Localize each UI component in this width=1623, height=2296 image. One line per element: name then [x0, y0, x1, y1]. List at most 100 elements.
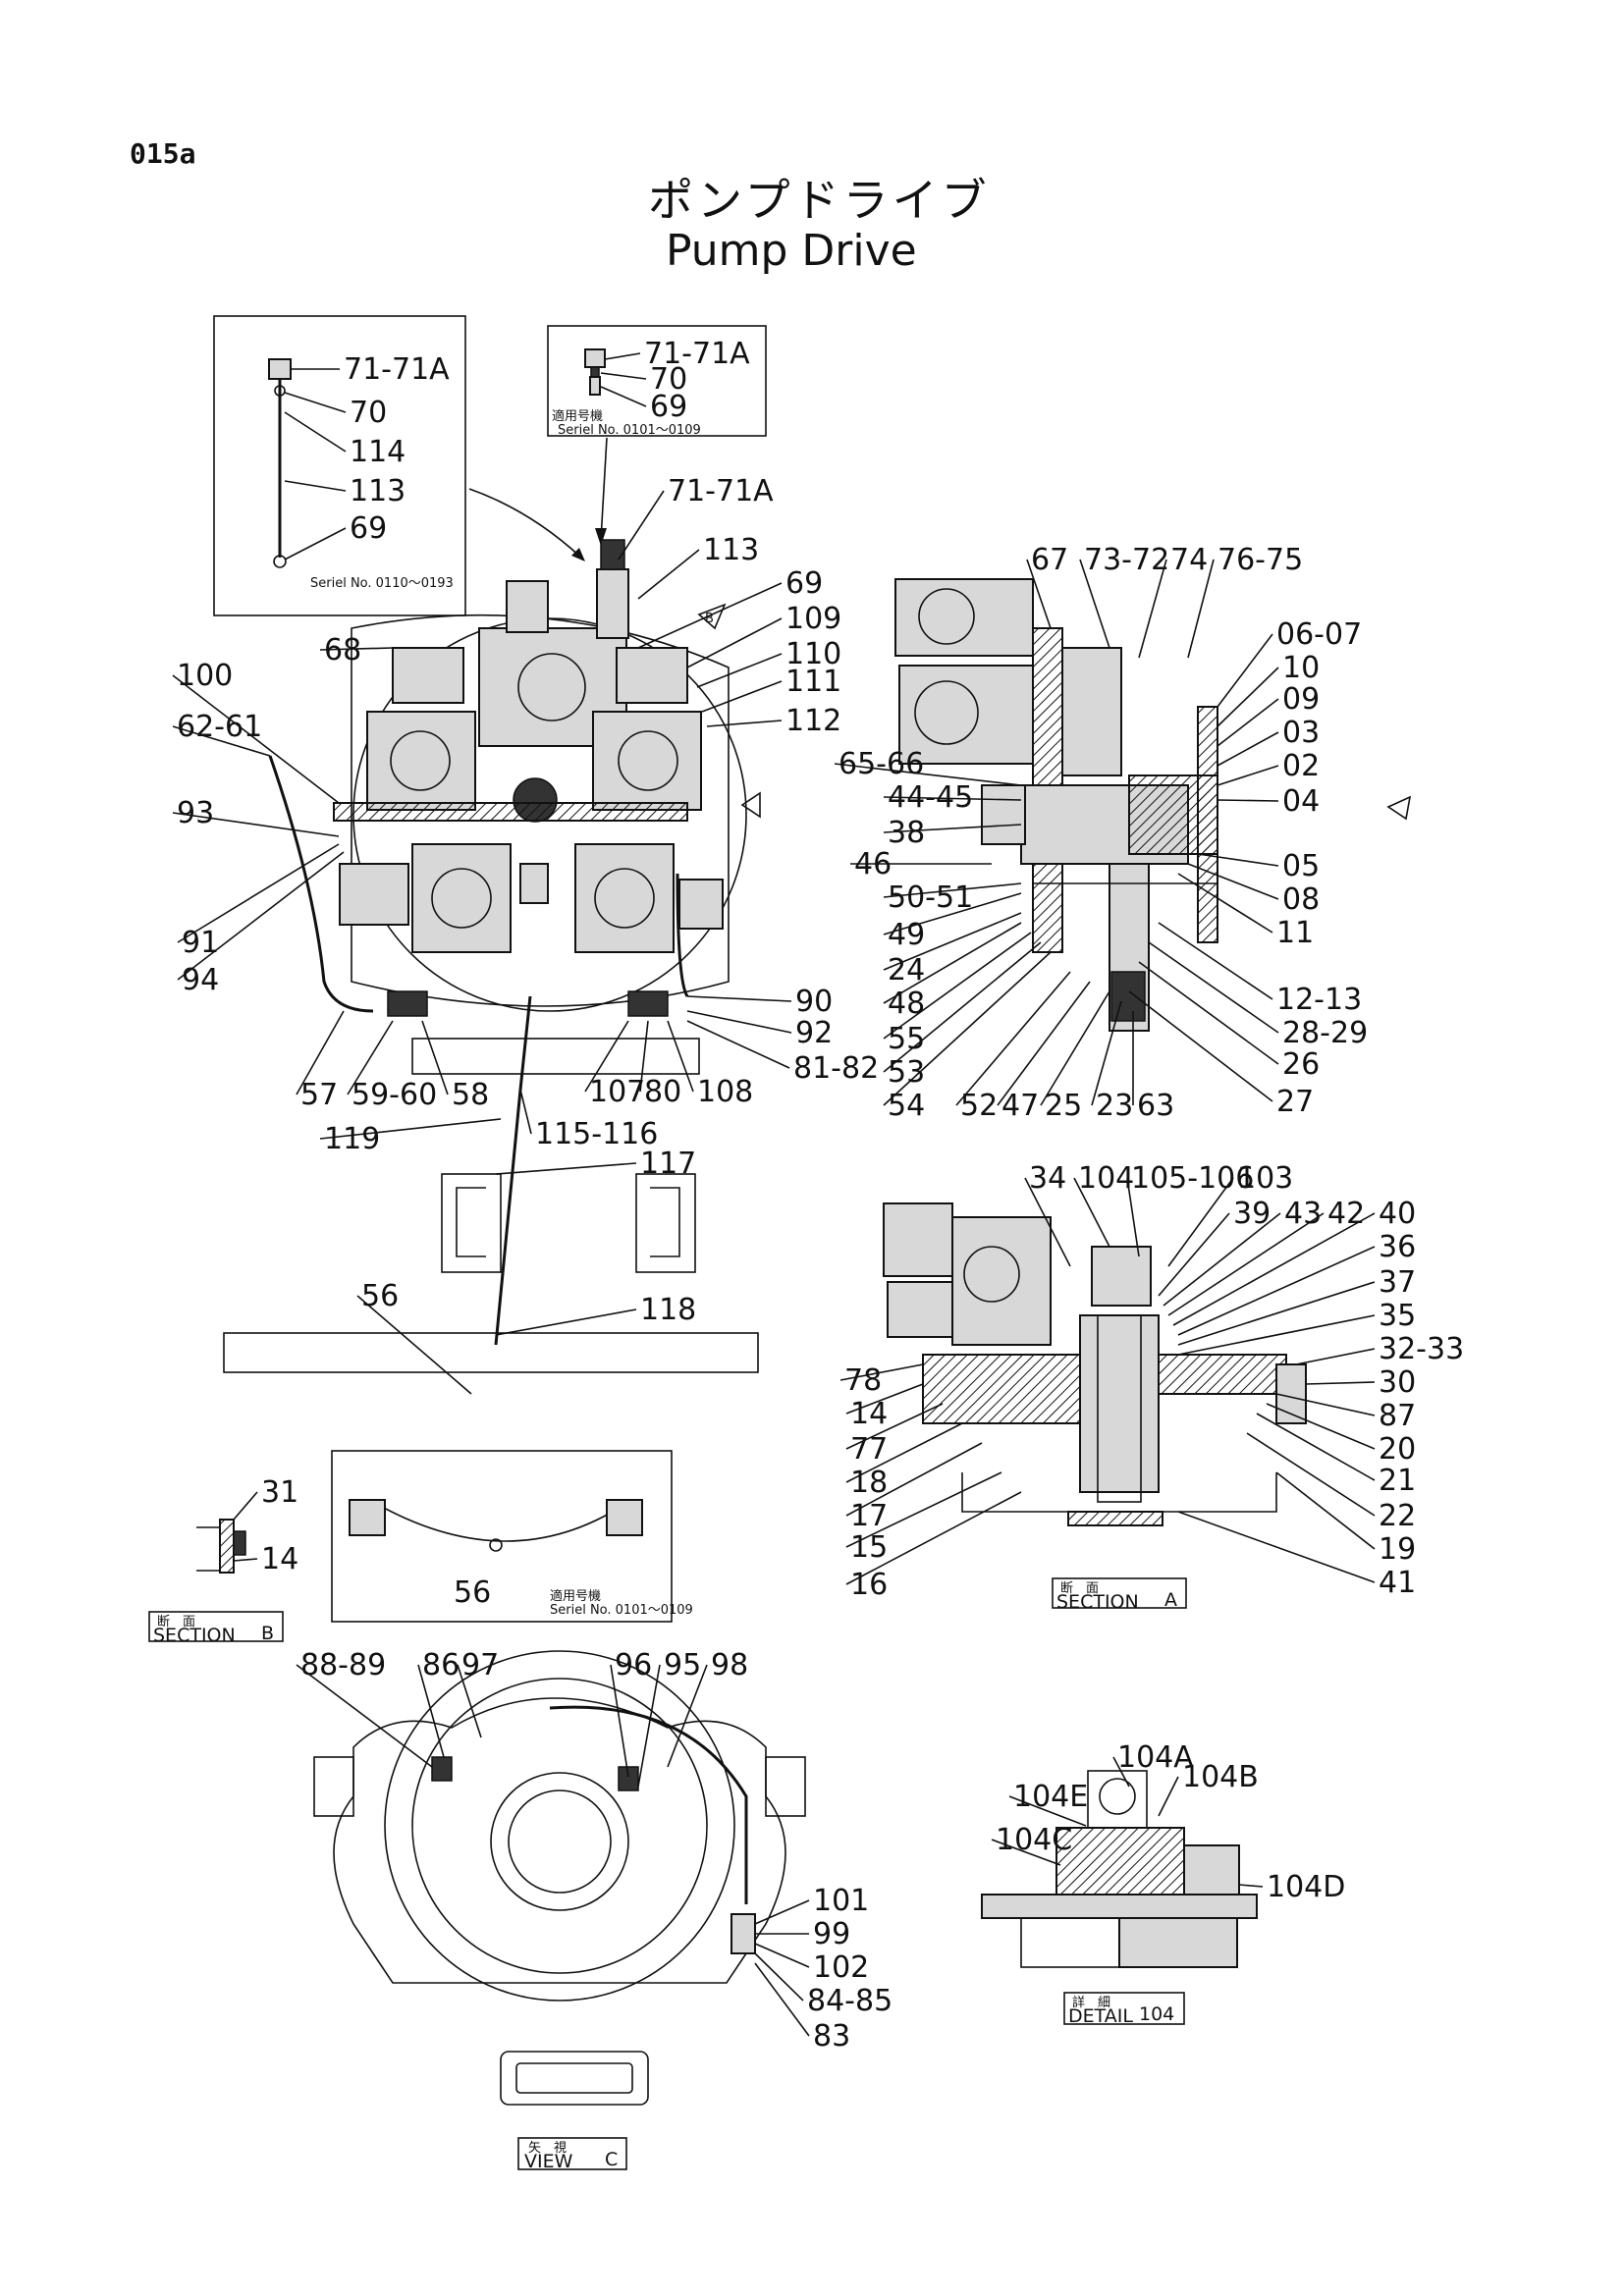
part-callout-label: 42 — [1327, 1197, 1365, 1231]
part-callout-label: 71-71A — [344, 352, 450, 387]
leader-line — [1148, 941, 1279, 1034]
part-callout-label: 41 — [1379, 1566, 1416, 1600]
leader-line — [1008, 1795, 1087, 1827]
part-callout-label: 36 — [1379, 1230, 1416, 1264]
main-front-view — [223, 539, 759, 1373]
section-a-view — [883, 1202, 1307, 1526]
part-callout-label: 70 — [350, 396, 387, 430]
part-callout-label: 28-29 — [1282, 1016, 1368, 1050]
part-callout-label: 113 — [350, 474, 406, 508]
leader-line — [233, 1491, 258, 1521]
svg-text:B: B — [705, 612, 714, 626]
leader-line — [1256, 1413, 1376, 1481]
leader-line — [883, 922, 1022, 1004]
leader-line — [284, 411, 347, 453]
leader-line — [883, 912, 1022, 971]
inset-bottom-serial: Seriel No. 0101～0109 — [550, 1603, 693, 1618]
leader-line — [997, 981, 1091, 1106]
part-callout-label: 110 — [785, 637, 841, 671]
leader-line — [1197, 853, 1279, 867]
leader-line — [1073, 1177, 1110, 1248]
leader-line — [610, 1664, 629, 1778]
leader-line — [1126, 1177, 1140, 1257]
leader-line — [883, 882, 1022, 898]
part-callout-label: 22 — [1379, 1499, 1416, 1533]
part-callout-label: 115-116 — [535, 1117, 658, 1151]
detail-104-caption: DETAIL — [1068, 2005, 1133, 2027]
part-callout-label: 69 — [650, 390, 687, 424]
view-arrow-a — [740, 791, 761, 819]
leader-line — [883, 892, 1022, 935]
part-callout-label: 57 — [300, 1078, 338, 1112]
part-callout-label: 26 — [1282, 1047, 1320, 1082]
leader-line — [1238, 1884, 1264, 1888]
leader-line — [457, 1664, 482, 1738]
part-callout-label: 49 — [888, 918, 925, 952]
leader-line — [495, 1162, 637, 1175]
part-callout-label: 111 — [785, 665, 841, 699]
leader-line — [1128, 990, 1273, 1102]
part-callout-label: 119 — [324, 1122, 380, 1156]
main-section-view — [894, 578, 1218, 1032]
part-callout-label: 40 — [1379, 1197, 1416, 1231]
part-callout-label: 104D — [1267, 1870, 1345, 1904]
leader-line — [284, 527, 347, 561]
callout-labels: 71-71A113691091101111126810062-619391949… — [172, 337, 1464, 2054]
part-callout-label: 12-13 — [1276, 983, 1362, 1017]
leader-line — [1177, 1246, 1376, 1336]
leader-line — [1158, 1212, 1230, 1297]
part-callout-label: 18 — [850, 1466, 888, 1500]
leader-line — [1167, 1177, 1234, 1267]
part-callout-label: 101 — [813, 1884, 869, 1918]
part-callout-label: 93 — [177, 796, 214, 830]
leader-line — [1266, 1403, 1376, 1450]
leader-line — [284, 480, 347, 492]
part-callout-label: 37 — [1379, 1265, 1416, 1300]
view-c: 矢 視 VIEW C — [313, 1650, 806, 2172]
part-callout-label: 108 — [697, 1075, 753, 1109]
leader-line — [845, 1491, 1022, 1585]
part-callout-label: 52 — [960, 1089, 998, 1123]
leader-line — [1177, 1511, 1376, 1583]
leader-line — [637, 549, 700, 600]
part-callout-label: 105-106 — [1131, 1161, 1254, 1196]
part-callout-label: 35 — [1379, 1299, 1416, 1333]
view-c-caption-jp: 矢 視 — [528, 2141, 567, 2156]
part-callout-label: 104A — [1117, 1740, 1194, 1775]
inset-top-mid-serial: Seriel No. 0101～0109 — [558, 423, 701, 438]
leader-line — [319, 1118, 502, 1140]
leader-line — [696, 653, 783, 688]
leader-line — [604, 352, 641, 360]
part-callout-label: 14 — [850, 1397, 888, 1431]
part-callout-label: 96 — [615, 1648, 652, 1682]
part-callout-label: 32-33 — [1379, 1332, 1464, 1366]
leader-line — [955, 971, 1071, 1106]
leader-line — [1177, 1281, 1376, 1346]
leader-line — [618, 490, 665, 561]
part-callout-label: 59-60 — [352, 1078, 437, 1112]
leader-line — [1112, 1756, 1130, 1788]
part-callout-label: 117 — [640, 1147, 696, 1181]
part-callout-label: 84-85 — [807, 1984, 893, 2018]
leader-line — [637, 582, 783, 649]
part-callout-label: 04 — [1282, 784, 1320, 819]
part-callout-label: 30 — [1379, 1365, 1416, 1400]
view-c-caption-letter: C — [605, 2149, 618, 2170]
leader-line — [1091, 1000, 1122, 1106]
part-callout-label: 25 — [1045, 1089, 1082, 1123]
leader-line — [584, 1020, 629, 1093]
part-callout-label: 104 — [1078, 1161, 1134, 1196]
leader-line — [706, 720, 783, 727]
leader-line — [845, 1383, 924, 1415]
part-callout-label: 02 — [1282, 749, 1320, 783]
leader-line — [754, 1899, 810, 1925]
section-a-caption-letter: A — [1164, 1589, 1177, 1611]
part-callout-label: 100 — [177, 659, 233, 693]
leader-line — [1187, 559, 1215, 659]
part-callout-label: 80 — [644, 1075, 681, 1109]
section-b-view: 断 面 SECTION B — [148, 1519, 284, 1646]
leader-line — [883, 941, 1042, 1073]
leader-line — [1217, 698, 1279, 747]
leader-line — [1295, 1348, 1376, 1365]
